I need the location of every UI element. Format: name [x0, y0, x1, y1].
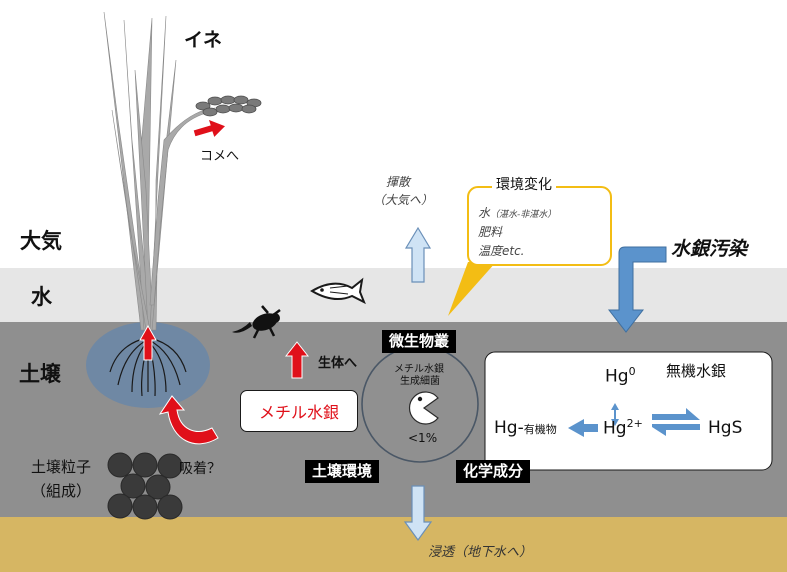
- to-hgs-arrow: [652, 408, 700, 420]
- hg2-label: Hg2+: [603, 418, 643, 438]
- bacteria-fraction-label: <1%: [408, 431, 438, 445]
- to-organisms-arrow: [284, 341, 310, 379]
- to-organisms-label: 生体へ: [318, 356, 358, 371]
- hgs-label: HgS: [708, 418, 743, 438]
- soil-label: 土壌: [19, 362, 61, 386]
- environment-water-sub: （湛水-非湛水）: [490, 210, 557, 220]
- rice-grain-icon: [195, 95, 262, 117]
- methylating-bacteria-label-1: メチル水銀: [394, 364, 444, 375]
- soil-environment-label: 土壌環境: [305, 460, 380, 483]
- atmosphere-label: 大気: [20, 229, 62, 253]
- amphibian-icon: [232, 305, 281, 339]
- uptake-arrow: [139, 324, 157, 361]
- soil-particle-composition-label: （組成）: [31, 482, 92, 500]
- to-hg-organic-arrow: [568, 419, 598, 437]
- bubble-tail: [448, 262, 496, 316]
- hg0-symbol: Hg: [605, 366, 629, 387]
- soil-particle-label: 土壌粒子: [31, 458, 92, 476]
- hg-organic-label: Hg-有機物: [494, 420, 557, 437]
- from-hgs-arrow-body: [652, 424, 700, 436]
- chemical-components-label: 化学成分: [456, 460, 531, 483]
- adsorption-label: 吸着？: [179, 461, 221, 477]
- volatilization-arrow: [404, 226, 432, 283]
- methylating-bacteria-label-2: 生成細菌: [400, 376, 440, 387]
- fish-icon: [310, 277, 366, 305]
- methylmercury-box[interactable]: メチル水銀: [240, 390, 358, 432]
- environment-temperature-item: 温度etc.: [478, 244, 525, 258]
- environment-fertilizer-item: 肥料: [478, 225, 503, 239]
- inorganic-mercury-title: 無機水銀: [666, 362, 727, 380]
- hg0-superscript: 0: [628, 365, 636, 378]
- environment-water-item: 水（湛水-非湛水）: [478, 207, 556, 220]
- water-layer: [0, 268, 787, 323]
- hg-organic-symbol: Hg-: [494, 418, 524, 438]
- hg0-hg2-arrows: [611, 403, 619, 426]
- microbe-community-label: 微生物叢: [382, 330, 457, 353]
- inorganic-mercury-box[interactable]: [484, 351, 773, 471]
- hg2-superscript: 2+: [626, 417, 643, 430]
- hg2-symbol: Hg: [603, 418, 627, 439]
- soil-particles-icon: [107, 452, 183, 520]
- environment-change-title: 環境変化: [492, 178, 556, 192]
- sand-layer: [0, 517, 787, 572]
- water-label: 水: [31, 285, 52, 309]
- hg-organic-matter: 有機物: [523, 423, 557, 436]
- leaching-label: 浸透（地下水へ）: [428, 545, 533, 560]
- volatilization-label: 揮散: [386, 175, 411, 189]
- mercury-pollution-label: 水銀汚染: [671, 238, 748, 260]
- methylmercury-label: メチル水銀: [258, 403, 339, 422]
- to-rice-arrow: [192, 117, 228, 140]
- to-rice-label: コメへ: [200, 149, 240, 164]
- leaching-arrow: [403, 485, 433, 542]
- rice-plant-icon: [103, 11, 216, 331]
- hg0-label: Hg0: [605, 366, 636, 386]
- rice-plant-label: イネ: [184, 29, 223, 51]
- environment-water-main: 水: [478, 206, 491, 220]
- pollution-arrow: [607, 246, 667, 333]
- adsorption-curve-arrow: [158, 395, 219, 445]
- volatilization-sublabel: （大気へ）: [373, 193, 434, 207]
- microbe-icon: [408, 391, 439, 425]
